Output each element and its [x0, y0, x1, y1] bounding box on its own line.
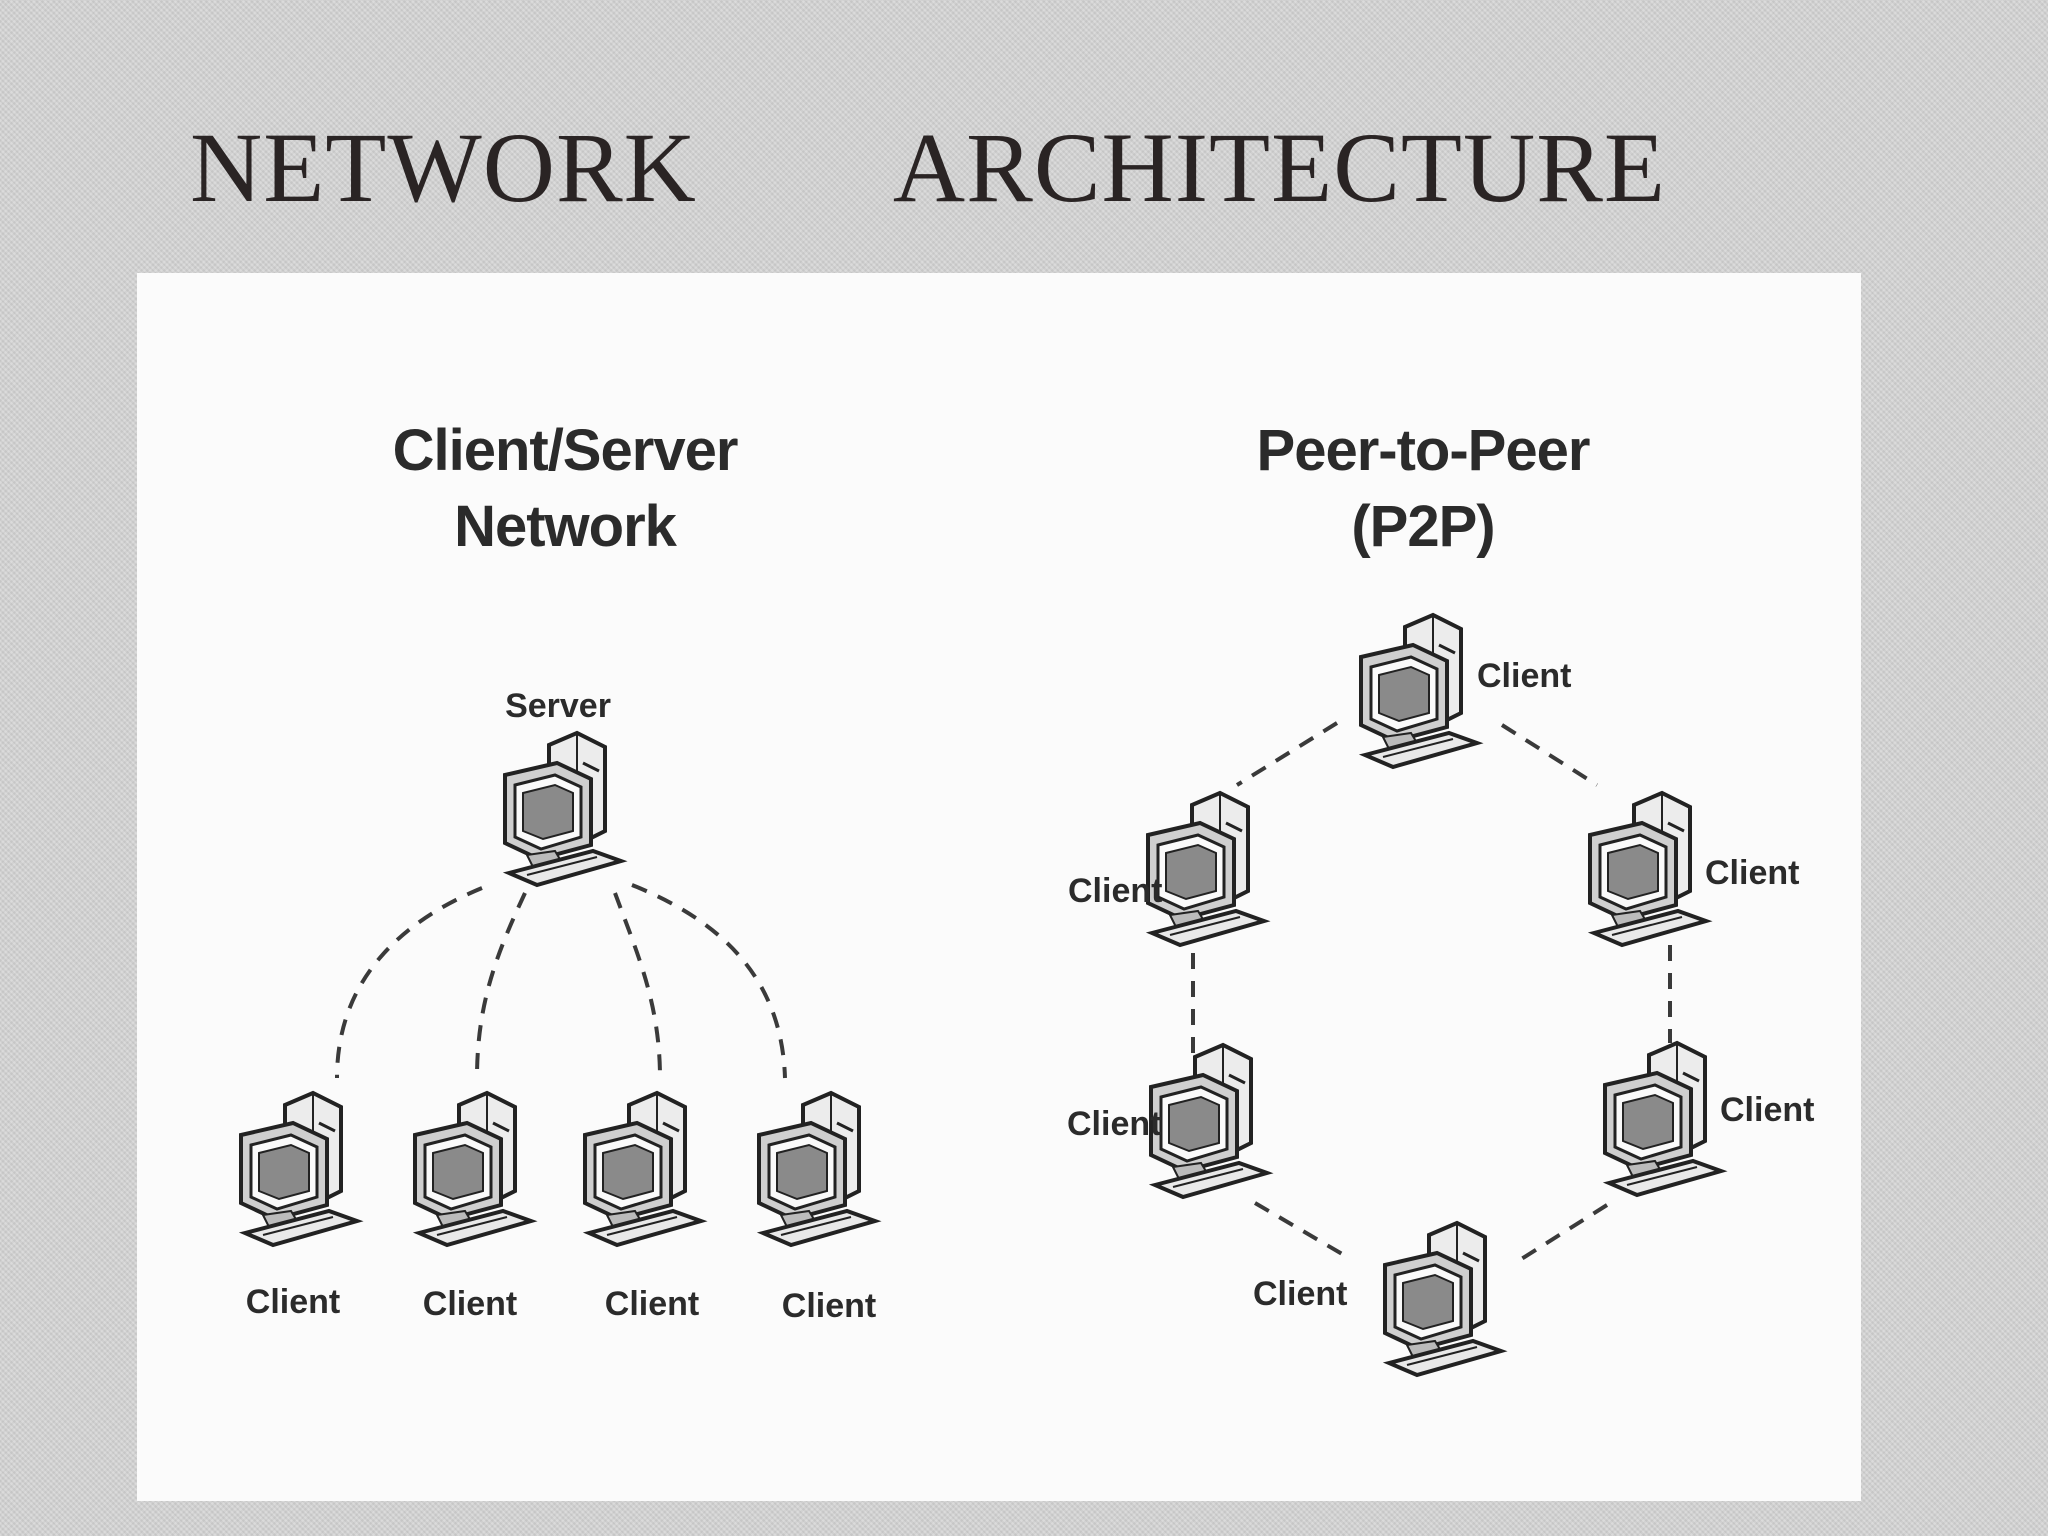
- p2p-client-computer-icon-bottom: [1383, 1221, 1503, 1377]
- diagram-panel: Client/Server Network Server Client Clie…: [137, 273, 1861, 1501]
- link-lower-left-bottom: [1253, 1201, 1351, 1260]
- client-server-links: [335, 883, 787, 1079]
- p2p-client-computer-icon-upper-right: [1588, 791, 1708, 947]
- p2p-client-computer-icon-top: [1359, 613, 1479, 769]
- link-server-client-1: [335, 886, 483, 1079]
- slide-title: NETWORK ARCHITECTURE: [190, 118, 1666, 218]
- p2p-client-label-lower-left: Client: [1067, 1105, 1161, 1143]
- p2p-client-computer-icon-lower-left: [1149, 1043, 1269, 1199]
- link-server-client-2: [475, 892, 527, 1079]
- client-label-1: Client: [246, 1283, 340, 1321]
- client-label-2: Client: [423, 1285, 517, 1323]
- link-top-upper-right: [1500, 723, 1599, 787]
- network-diagram: Client/Server Network Server Client Clie…: [239, 418, 1814, 1377]
- p2p-client-computer-icon-upper-left: [1146, 791, 1266, 947]
- server-computer-icon: [503, 731, 623, 887]
- client-server-heading-line1: Client/Server: [393, 418, 738, 483]
- p2p-client-label-upper-left: Client: [1068, 872, 1162, 910]
- link-top-upper-left: [1235, 721, 1339, 787]
- client-label-4: Client: [782, 1287, 876, 1325]
- server-label: Server: [505, 687, 611, 725]
- client-computer-icon-2: [413, 1091, 533, 1247]
- p2p-heading-line2: (P2P): [1351, 494, 1494, 559]
- client-label-3: Client: [605, 1285, 699, 1323]
- p2p-client-label-lower-right: Client: [1720, 1091, 1814, 1129]
- title-word-network: NETWORK: [190, 112, 697, 223]
- p2p-links: [1191, 721, 1672, 1265]
- title-word-architecture: ARCHITECTURE: [892, 112, 1666, 223]
- p2p-client-label-upper-right: Client: [1705, 854, 1799, 892]
- p2p-client-computer-icon-lower-right: [1603, 1041, 1723, 1197]
- client-computer-icon-4: [757, 1091, 877, 1247]
- client-computer-icon-1: [239, 1091, 359, 1247]
- p2p-client-label-bottom: Client: [1253, 1275, 1347, 1313]
- p2p-heading-line1: Peer-to-Peer: [1257, 418, 1590, 483]
- link-lower-right-bottom: [1513, 1203, 1609, 1265]
- link-server-client-4: [631, 883, 787, 1079]
- client-computer-icon-3: [583, 1091, 703, 1247]
- p2p-client-label-top: Client: [1477, 657, 1571, 695]
- client-server-heading-line2: Network: [454, 494, 678, 559]
- link-server-client-3: [613, 892, 662, 1079]
